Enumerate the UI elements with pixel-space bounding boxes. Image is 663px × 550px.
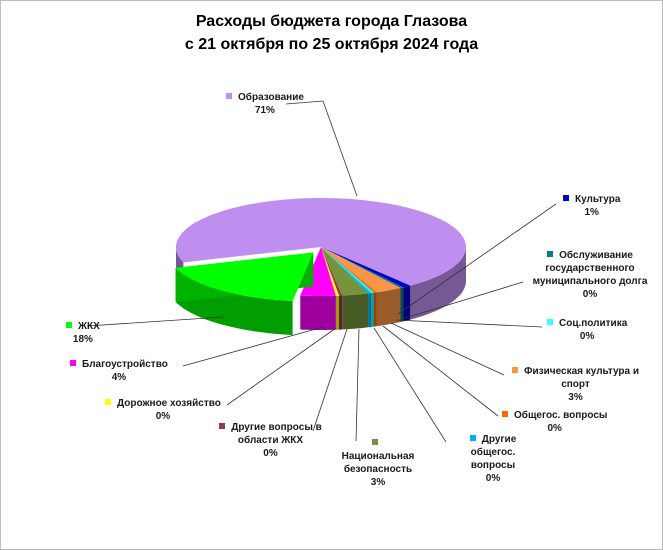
leader-line bbox=[401, 281, 524, 320]
legend-marker bbox=[469, 435, 476, 441]
pie-slice bbox=[176, 198, 466, 286]
leader-line bbox=[373, 327, 447, 443]
legend-marker bbox=[70, 360, 76, 366]
legend-marker bbox=[563, 195, 569, 201]
pie-slice-side bbox=[335, 295, 339, 330]
pie-slice-side bbox=[400, 287, 404, 322]
pie-slice-side bbox=[374, 292, 377, 327]
leader-line bbox=[382, 325, 499, 417]
chart-subtitle: с 21 октября по 25 октября 2024 года bbox=[184, 36, 479, 53]
pie-slice bbox=[321, 247, 339, 296]
leader-line bbox=[285, 100, 358, 197]
legend-marker bbox=[105, 399, 111, 405]
leader-line bbox=[397, 203, 557, 315]
legend-marker bbox=[66, 322, 72, 328]
data-label-obsluzhivanie: Обслуживание государственного муниципаль… bbox=[532, 250, 648, 300]
pie-slice bbox=[175, 252, 314, 301]
legend-marker bbox=[226, 93, 232, 99]
chart-title: Расходы бюджета города Глазова bbox=[195, 13, 468, 30]
leader-line bbox=[226, 327, 337, 406]
pie-slice-side bbox=[368, 293, 372, 328]
leader-line bbox=[355, 328, 360, 442]
pie-slice bbox=[321, 247, 377, 293]
legend-marker bbox=[547, 319, 553, 325]
leader-line bbox=[390, 322, 505, 376]
legend-marker bbox=[219, 423, 226, 429]
pie-slice bbox=[321, 247, 369, 296]
pie-slice bbox=[321, 247, 404, 288]
leader-line bbox=[182, 326, 324, 367]
pie-slice bbox=[321, 247, 411, 288]
legend-marker bbox=[502, 411, 508, 417]
legend-marker bbox=[372, 439, 378, 445]
pie-slice bbox=[321, 247, 401, 293]
pie-slice-side bbox=[300, 295, 336, 330]
pie-slice bbox=[321, 247, 343, 296]
pie-slice-side bbox=[339, 295, 343, 330]
leader-line bbox=[395, 319, 543, 328]
pie-slice bbox=[321, 247, 374, 293]
pie-slice-side bbox=[376, 288, 401, 327]
pie-slice-side bbox=[371, 292, 374, 327]
legend-marker bbox=[511, 367, 518, 373]
pie-slice-side bbox=[410, 247, 466, 320]
pie-slice-side bbox=[342, 293, 369, 330]
leader-line bbox=[312, 328, 348, 432]
leader-line bbox=[86, 316, 224, 327]
legend-marker bbox=[547, 251, 554, 257]
pie-slice bbox=[321, 247, 372, 294]
pie-slice-side bbox=[403, 285, 411, 322]
